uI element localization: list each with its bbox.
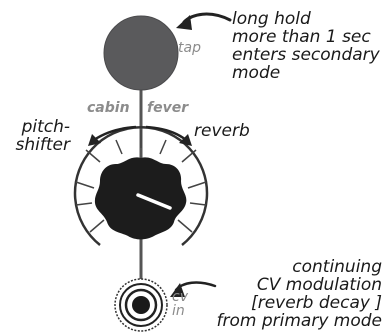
cv-note-line-3: [reverb decay ] [251,293,382,313]
left-mode-arrowhead [88,134,101,146]
left-mode-arrow [93,125,137,142]
right-mode-arrowhead [179,134,192,146]
tap-button[interactable] [103,15,179,91]
knob[interactable] [94,157,187,240]
tap-arrow [182,12,232,24]
fever-label: fever [147,100,189,116]
cabin-label: cabin [87,100,130,116]
right-mode-arrow [145,125,187,141]
cv-label: cv [172,289,188,305]
pitch-shifter-line-2: shifter [15,135,70,155]
cv-note-line-2: CV modulation [256,275,382,295]
cv-jack[interactable] [114,278,168,332]
tap-note: long hold more than 1 sec enters seconda… [232,10,380,82]
tap-note-line-4: mode [232,63,281,83]
cv-note-line-4: from primary mode [216,311,382,331]
tap-note-line-2: more than 1 sec [232,27,371,47]
cv-arrowhead [170,283,185,297]
cv-note: continuing CV modulation [reverb decay ]… [200,258,382,330]
knob-pointer [136,193,172,210]
reverb-label: reverb [194,121,250,141]
cv-note-line-1: continuing [292,257,382,277]
tap-note-line-3: enters secondary [232,45,380,65]
tap-note-line-1: long hold [232,9,311,29]
knob-ticks [75,130,207,233]
in-label: in [172,303,185,319]
pitch-shifter-line-1: pitch- [21,117,70,137]
tap-label: tap [178,40,201,56]
cv-in-label: cv in [172,290,188,318]
pitch-shifter-label: pitch- shifter [4,118,70,154]
tap-arrowhead [176,15,192,30]
knob-ring [73,126,209,246]
